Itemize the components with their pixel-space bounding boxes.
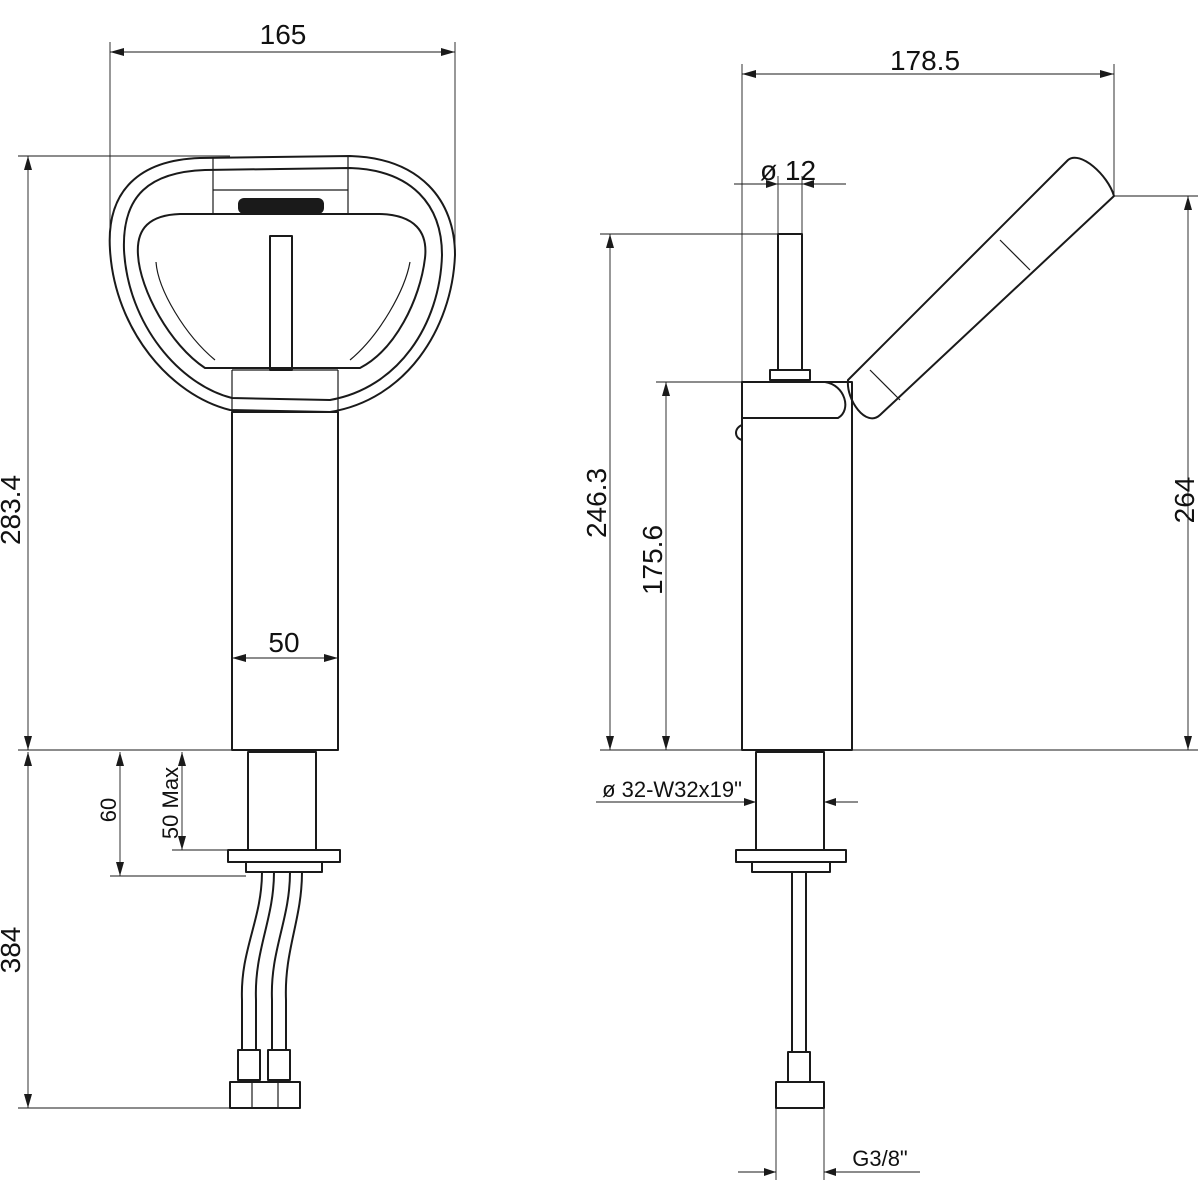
front-hose-ferrule-left (237, 1049, 261, 1081)
dimension-lines (18, 42, 1198, 1180)
dim-handle-height: 264 (1169, 477, 1200, 524)
front-hose-left (240, 871, 275, 1051)
front-hose-nuts (229, 1081, 301, 1109)
side-view (735, 156, 1115, 1109)
front-view (108, 155, 456, 1109)
dim-lever-top-height: 246.3 (581, 468, 612, 538)
dim-body-height: 175.6 (637, 525, 668, 595)
side-washer (735, 849, 847, 863)
front-handle-outer (108, 155, 456, 413)
front-hose-right (270, 871, 303, 1051)
dim-below-deck: 60 (96, 798, 121, 822)
sensor-window (238, 198, 324, 214)
side-lever-collar (769, 369, 811, 381)
dim-width-total: 165 (260, 19, 307, 50)
dimension-labels: 165 283.4 50 384 60 50 Max 178.5 ø 12 24… (0, 19, 1200, 1171)
front-handle-inner-bevel (155, 261, 411, 361)
side-hose-ferrule (787, 1051, 811, 1083)
front-hose-ferrule-right (267, 1049, 291, 1081)
side-top-cap (741, 381, 847, 419)
front-nut (245, 861, 323, 873)
side-sensor-bump (735, 424, 743, 441)
front-shank (247, 751, 317, 851)
side-hose (791, 871, 807, 1053)
side-hose-nut (775, 1081, 825, 1109)
front-stem (269, 235, 293, 371)
dim-hose-length: 384 (0, 927, 26, 974)
front-washer (227, 849, 341, 863)
front-body (231, 411, 339, 751)
dim-deck-max: 50 Max (158, 767, 183, 839)
dim-shank-thread: ø 32-W32x19" (602, 777, 742, 802)
dim-depth-total: 178.5 (890, 45, 960, 76)
front-handle-opening (136, 213, 427, 369)
dim-hose-thread: G3/8" (852, 1146, 908, 1171)
front-handle-inner-rim (122, 167, 443, 401)
side-nut (751, 861, 831, 873)
side-body (741, 381, 853, 751)
side-shank (755, 751, 825, 851)
dim-height-total: 283.4 (0, 475, 26, 545)
side-lever-pin (777, 233, 803, 371)
side-angled-handle (846, 156, 1115, 420)
dim-body-width: 50 (268, 627, 299, 658)
dim-lever-diameter: ø 12 (760, 155, 816, 186)
